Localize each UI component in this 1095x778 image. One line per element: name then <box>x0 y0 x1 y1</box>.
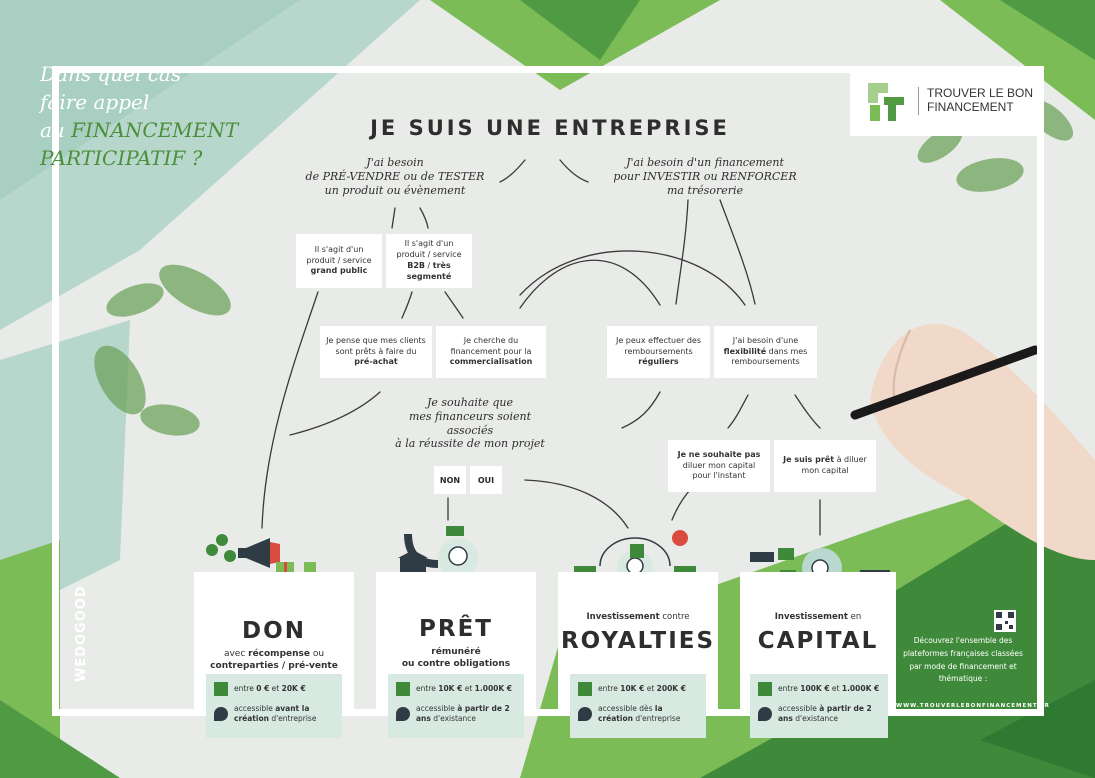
need-left: J'ai besoin de PRÉ-VENDRE ou de TESTER u… <box>305 156 485 197</box>
logo-text: TROUVER LE BON FINANCEMENT <box>918 86 1033 115</box>
brand-wedogood: WEDOGOOD <box>74 585 89 682</box>
answer-non: NON <box>434 466 466 494</box>
location-pin-icon <box>578 706 592 721</box>
question-highlight: FINANCEMENT <box>71 118 239 142</box>
page-title: JE SUIS UNE ENTREPRISE <box>370 116 730 140</box>
money-icon <box>758 682 772 696</box>
card-title: CAPITAL <box>757 628 879 654</box>
info-don: entre 0 € et 20K € accessible avant la c… <box>206 674 342 738</box>
question-line: faire appel <box>40 90 150 114</box>
white-frame <box>52 66 1044 716</box>
card-prefix: Investissement en <box>774 612 862 622</box>
money-icon <box>578 682 592 696</box>
box-b2b: Il s'agit d'un produit / service B2B / t… <box>386 234 472 288</box>
money-icon <box>214 682 228 696</box>
leaf-icon <box>94 99 1074 436</box>
box-no-dilute: Je ne souhaite pas diluer mon capital po… <box>668 440 770 492</box>
box-dilute: Je suis prêt à diluer mon capital <box>774 440 876 492</box>
card-prefix: Investissement contre <box>586 612 690 622</box>
box-reguliers: Je peux effectuer des remboursements rég… <box>607 326 710 378</box>
box-preachat: Je pense que mes clients sont prêts à fa… <box>320 326 432 378</box>
associes-question: Je souhaite que mes financeurs soient as… <box>395 396 545 451</box>
card-title: ROYALTIES <box>560 628 716 654</box>
info-royalties: entre 10K € et 200K € accessible dès la … <box>570 674 706 738</box>
money-icon <box>396 682 410 696</box>
pret-illustration <box>398 526 478 596</box>
box-commercialisation: Je cherche du financement pour la commer… <box>436 326 546 378</box>
box-flexibilite: J'ai besoin d'une flexibilité dans mes r… <box>714 326 817 378</box>
question-line: Dans quel cas <box>40 62 182 86</box>
card-subtitle: rémunéré ou contre obligations <box>401 647 511 670</box>
side-text: Découvrez l'ensemble des plateformes fra… <box>903 636 1023 684</box>
location-pin-icon <box>396 706 410 721</box>
lightbulb-icon <box>438 538 478 578</box>
question-highlight: PARTICIPATIF ? <box>40 146 203 170</box>
location-pin-icon <box>758 706 772 721</box>
location-pin-icon <box>214 706 228 721</box>
bank-icon <box>398 550 428 576</box>
question-line: au <box>40 118 72 142</box>
logo[interactable]: TROUVER LE BON FINANCEMENT <box>850 66 1040 136</box>
btf-logo-icon <box>868 83 904 121</box>
card-title: PRÊT <box>419 616 493 642</box>
info-pret: entre 10K € et 1.000K € accessible à par… <box>388 674 524 738</box>
website-url[interactable]: WWW.TROUVERLEBONFINANCEMENT.FR <box>896 703 1050 709</box>
answer-oui: OUI <box>470 466 502 494</box>
info-capital: entre 100K € et 1.000K € accessible à pa… <box>750 674 888 738</box>
card-subtitle: avec récompense ou contreparties / pré-v… <box>210 649 338 672</box>
need-right: J'ai besoin d'un financement pour INVEST… <box>613 156 797 197</box>
question-title: Dans quel cas faire appel au FINANCEMENT… <box>40 60 280 172</box>
megaphone-icon <box>238 538 280 568</box>
qr-code-icon[interactable] <box>994 610 1016 632</box>
card-title: DON <box>242 618 306 644</box>
